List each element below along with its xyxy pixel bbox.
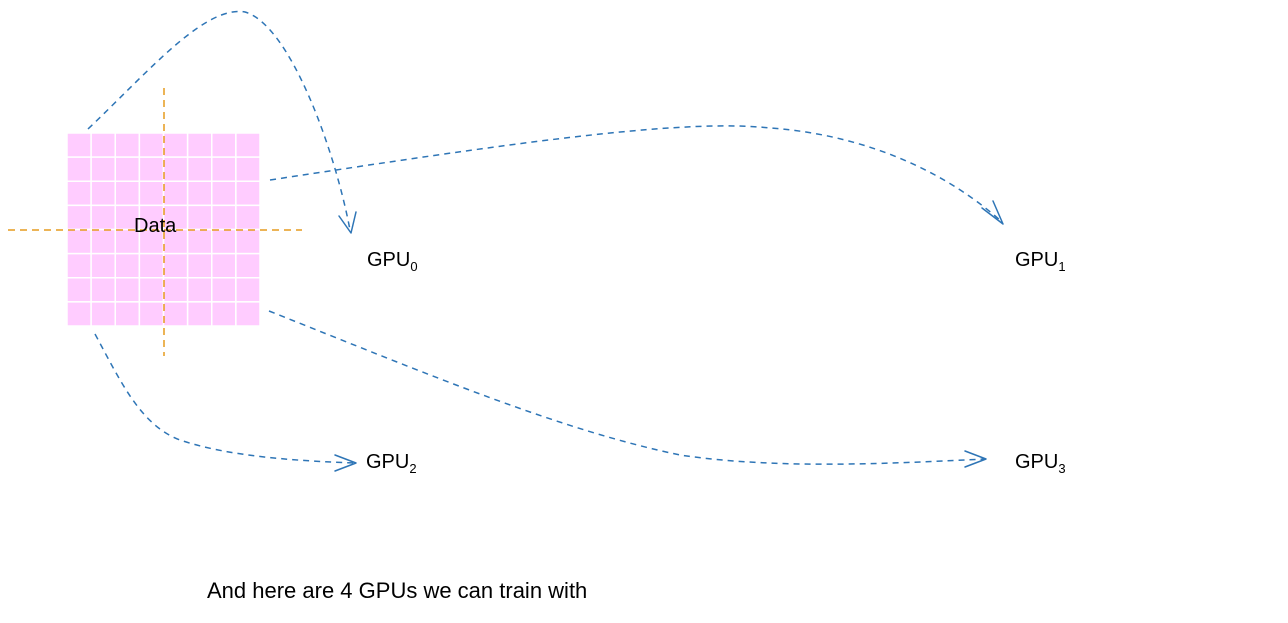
gpu1-label: GPU1 [1015, 249, 1066, 274]
grid-cell [162, 132, 189, 158]
arrow-to-gpu1 [269, 125, 1003, 223]
grid-cell [90, 180, 117, 207]
gpu1-index: 1 [1058, 259, 1066, 274]
data-label: Data [134, 215, 177, 237]
grid-cell [235, 277, 261, 303]
grid-cell [138, 132, 165, 158]
grid-cell [138, 228, 165, 255]
grid-cell [66, 180, 92, 207]
arrow-to-gpu0-head [338, 211, 357, 234]
grid-cell [235, 301, 261, 327]
grid-cell [66, 156, 92, 183]
grid-cell [114, 156, 141, 183]
gpu1-name: GPU [1015, 249, 1059, 271]
grid-cell [90, 301, 117, 327]
grid-cell [211, 301, 237, 327]
gpu3-index: 3 [1058, 461, 1066, 476]
grid-cell [114, 252, 141, 279]
grid-cell [186, 132, 213, 158]
grid-cell [235, 228, 261, 255]
grid-cell [186, 204, 213, 231]
grid-cell [186, 277, 213, 303]
grid-cell [211, 132, 237, 158]
gpu3-label: GPU3 [1015, 451, 1066, 476]
grid-cell [138, 277, 165, 303]
gpu0-index: 0 [410, 259, 418, 274]
grid-cell [66, 228, 92, 255]
grid-cell [90, 204, 117, 231]
gpu2-label: GPU2 [366, 451, 417, 476]
grid-cell [235, 204, 261, 231]
grid-cell [138, 252, 165, 279]
gpu0-name: GPU [367, 249, 411, 271]
gpu2-index: 2 [409, 461, 417, 476]
grid-cell [138, 156, 165, 183]
grid-cell [186, 228, 213, 255]
arrow-to-gpu1-head [981, 200, 1004, 225]
gpu3-name: GPU [1015, 451, 1059, 473]
grid-cell [235, 156, 261, 183]
grid-cell [138, 301, 165, 327]
caption-text: And here are 4 GPUs we can train with [207, 578, 588, 603]
grid-cell [235, 252, 261, 279]
arrow-to-gpu2-head [334, 454, 357, 472]
grid-cell [186, 156, 213, 183]
grid-cell [138, 180, 165, 207]
grid-cell [90, 277, 117, 303]
grid-cell [66, 132, 92, 158]
grid-cell [162, 180, 189, 207]
grid-cell [66, 204, 92, 231]
grid-cell [186, 301, 213, 327]
grid-cell [211, 228, 237, 255]
grid-cell [235, 180, 261, 207]
grid-cell [162, 156, 189, 183]
grid-cell [186, 252, 213, 279]
grid-cell [66, 277, 92, 303]
grid-cell [90, 156, 117, 183]
grid-cell [90, 252, 117, 279]
grid-cell [114, 301, 141, 327]
grid-cell [211, 156, 237, 183]
grid-cell [211, 277, 237, 303]
arrow-to-gpu3-head [964, 450, 987, 468]
arrow-to-gpu2 [94, 333, 356, 464]
grid-cell [162, 301, 189, 327]
grid-cell [114, 277, 141, 303]
grid-cell [211, 204, 237, 231]
grid-cell [235, 132, 261, 158]
grid-cell [114, 204, 141, 231]
gpu2-name: GPU [366, 451, 410, 473]
gpu0-label: GPU0 [367, 249, 418, 274]
grid-cell [211, 252, 237, 279]
grid-cell [66, 252, 92, 279]
data-grid [66, 132, 261, 327]
grid-cell [66, 301, 92, 327]
grid-cell [186, 180, 213, 207]
grid-cell [90, 228, 117, 255]
grid-cell [114, 132, 141, 158]
grid-cell [90, 132, 117, 158]
grid-cell [162, 252, 189, 279]
arrow-to-gpu3 [268, 310, 986, 465]
grid-cell [114, 180, 141, 207]
grid-cell [211, 180, 237, 207]
grid-cell [162, 277, 189, 303]
arrow-to-gpu0 [87, 10, 351, 231]
